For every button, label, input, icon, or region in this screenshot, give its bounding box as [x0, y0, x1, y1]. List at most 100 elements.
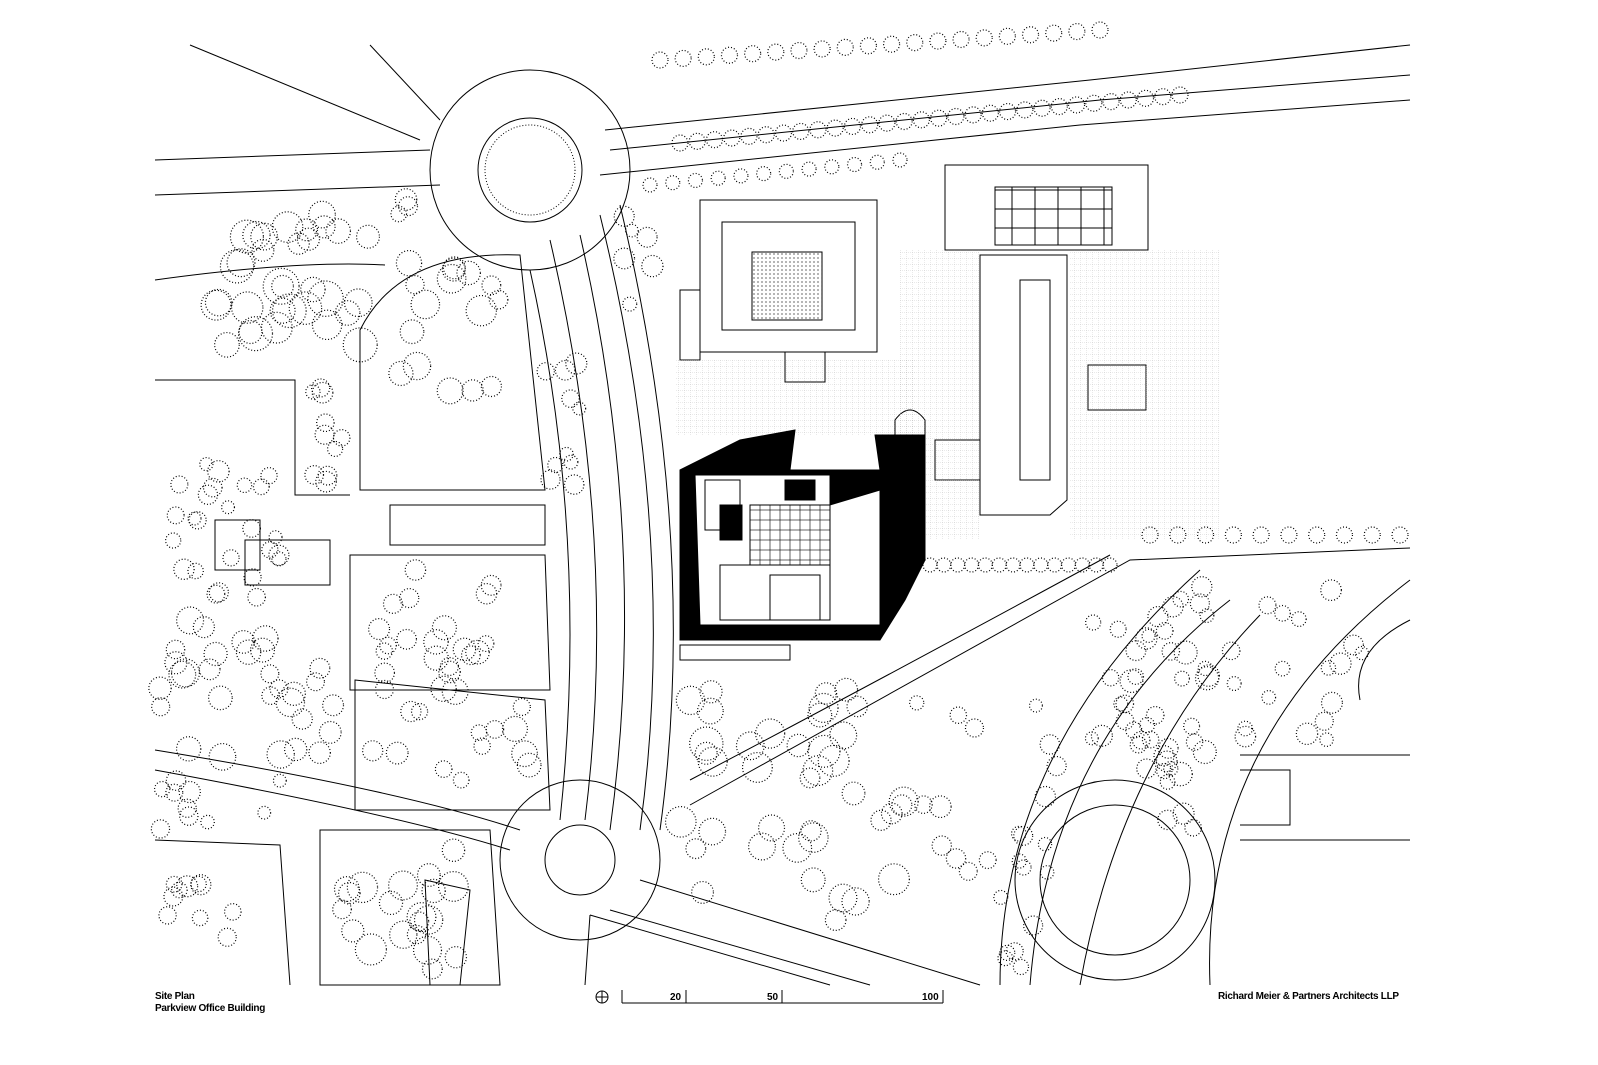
scale-tick-100: 100: [922, 992, 939, 1003]
tree: [252, 625, 279, 652]
tree: [1102, 93, 1120, 111]
tree: [511, 740, 538, 768]
tree: [699, 680, 723, 704]
tree: [828, 883, 858, 913]
tree: [385, 741, 409, 765]
tree: [311, 309, 343, 341]
tree: [998, 27, 1016, 45]
tree: [964, 106, 982, 124]
trees: [148, 21, 1409, 980]
drawing-title: Site Plan: [155, 991, 195, 1002]
tree: [441, 838, 466, 862]
tree: [355, 224, 381, 249]
tree: [814, 682, 838, 705]
tree: [165, 532, 182, 549]
tree: [1172, 590, 1190, 608]
tree: [452, 771, 470, 789]
tree: [399, 587, 420, 609]
tree: [892, 152, 908, 168]
tree: [150, 819, 171, 839]
tree: [477, 635, 495, 653]
tree: [249, 637, 276, 663]
tree: [206, 584, 226, 604]
tree: [786, 733, 811, 758]
tree: [311, 381, 334, 404]
tree: [452, 637, 477, 662]
tree: [741, 751, 773, 783]
tree: [151, 697, 171, 717]
tree: [1141, 628, 1156, 644]
tree: [409, 911, 430, 932]
tree: [1189, 593, 1210, 614]
tree: [800, 820, 822, 842]
tree: [423, 629, 449, 655]
tree: [316, 413, 335, 433]
tree: [217, 927, 237, 947]
tree: [362, 740, 384, 762]
tree: [1147, 605, 1169, 628]
tree: [834, 677, 859, 702]
tree: [792, 122, 810, 141]
tree: [790, 41, 808, 60]
tree: [343, 288, 373, 318]
tree: [261, 541, 279, 559]
tree: [202, 477, 223, 498]
tree: [733, 168, 749, 184]
tree: [998, 102, 1017, 121]
tree: [688, 132, 706, 150]
tree: [1019, 557, 1035, 573]
tree: [406, 924, 427, 945]
tree: [809, 121, 827, 139]
tree: [891, 794, 913, 816]
tree: [685, 838, 707, 860]
tree: [1021, 26, 1040, 44]
tree: [231, 630, 256, 654]
tree: [436, 377, 464, 405]
tree: [283, 737, 308, 762]
tree: [735, 731, 765, 761]
tree: [1154, 88, 1172, 106]
tree: [260, 467, 278, 485]
tree: [1258, 596, 1277, 615]
tree: [1141, 526, 1159, 544]
tree: [859, 37, 878, 55]
tree: [1119, 91, 1137, 109]
tree: [1363, 526, 1381, 544]
scale-tick-20: 20: [670, 992, 682, 1003]
tree: [271, 211, 304, 243]
tree: [754, 718, 786, 749]
tree: [309, 657, 331, 679]
tree: [1141, 730, 1160, 749]
tree: [176, 875, 199, 898]
tree: [1280, 526, 1298, 544]
tree: [1183, 717, 1201, 735]
tree: [262, 267, 300, 305]
tree: [342, 327, 378, 363]
tree: [334, 300, 361, 326]
tree: [909, 695, 925, 711]
tree: [1012, 958, 1030, 976]
tree: [423, 645, 449, 671]
tree: [748, 832, 776, 861]
tree: [641, 254, 664, 278]
tree: [993, 889, 1009, 905]
tree: [307, 280, 344, 317]
tree: [190, 875, 207, 893]
tree: [488, 289, 509, 310]
tree: [931, 835, 952, 856]
tree: [295, 218, 319, 242]
tree: [674, 49, 692, 68]
tree: [394, 188, 418, 211]
tree: [305, 672, 326, 692]
tree: [235, 639, 262, 665]
tree: [382, 593, 404, 614]
tree: [176, 606, 205, 635]
tree: [229, 219, 264, 254]
tree: [260, 664, 280, 684]
tree: [999, 944, 1016, 962]
tree: [397, 196, 419, 217]
tree: [208, 582, 229, 603]
tree: [441, 257, 466, 282]
tree: [1308, 526, 1326, 544]
